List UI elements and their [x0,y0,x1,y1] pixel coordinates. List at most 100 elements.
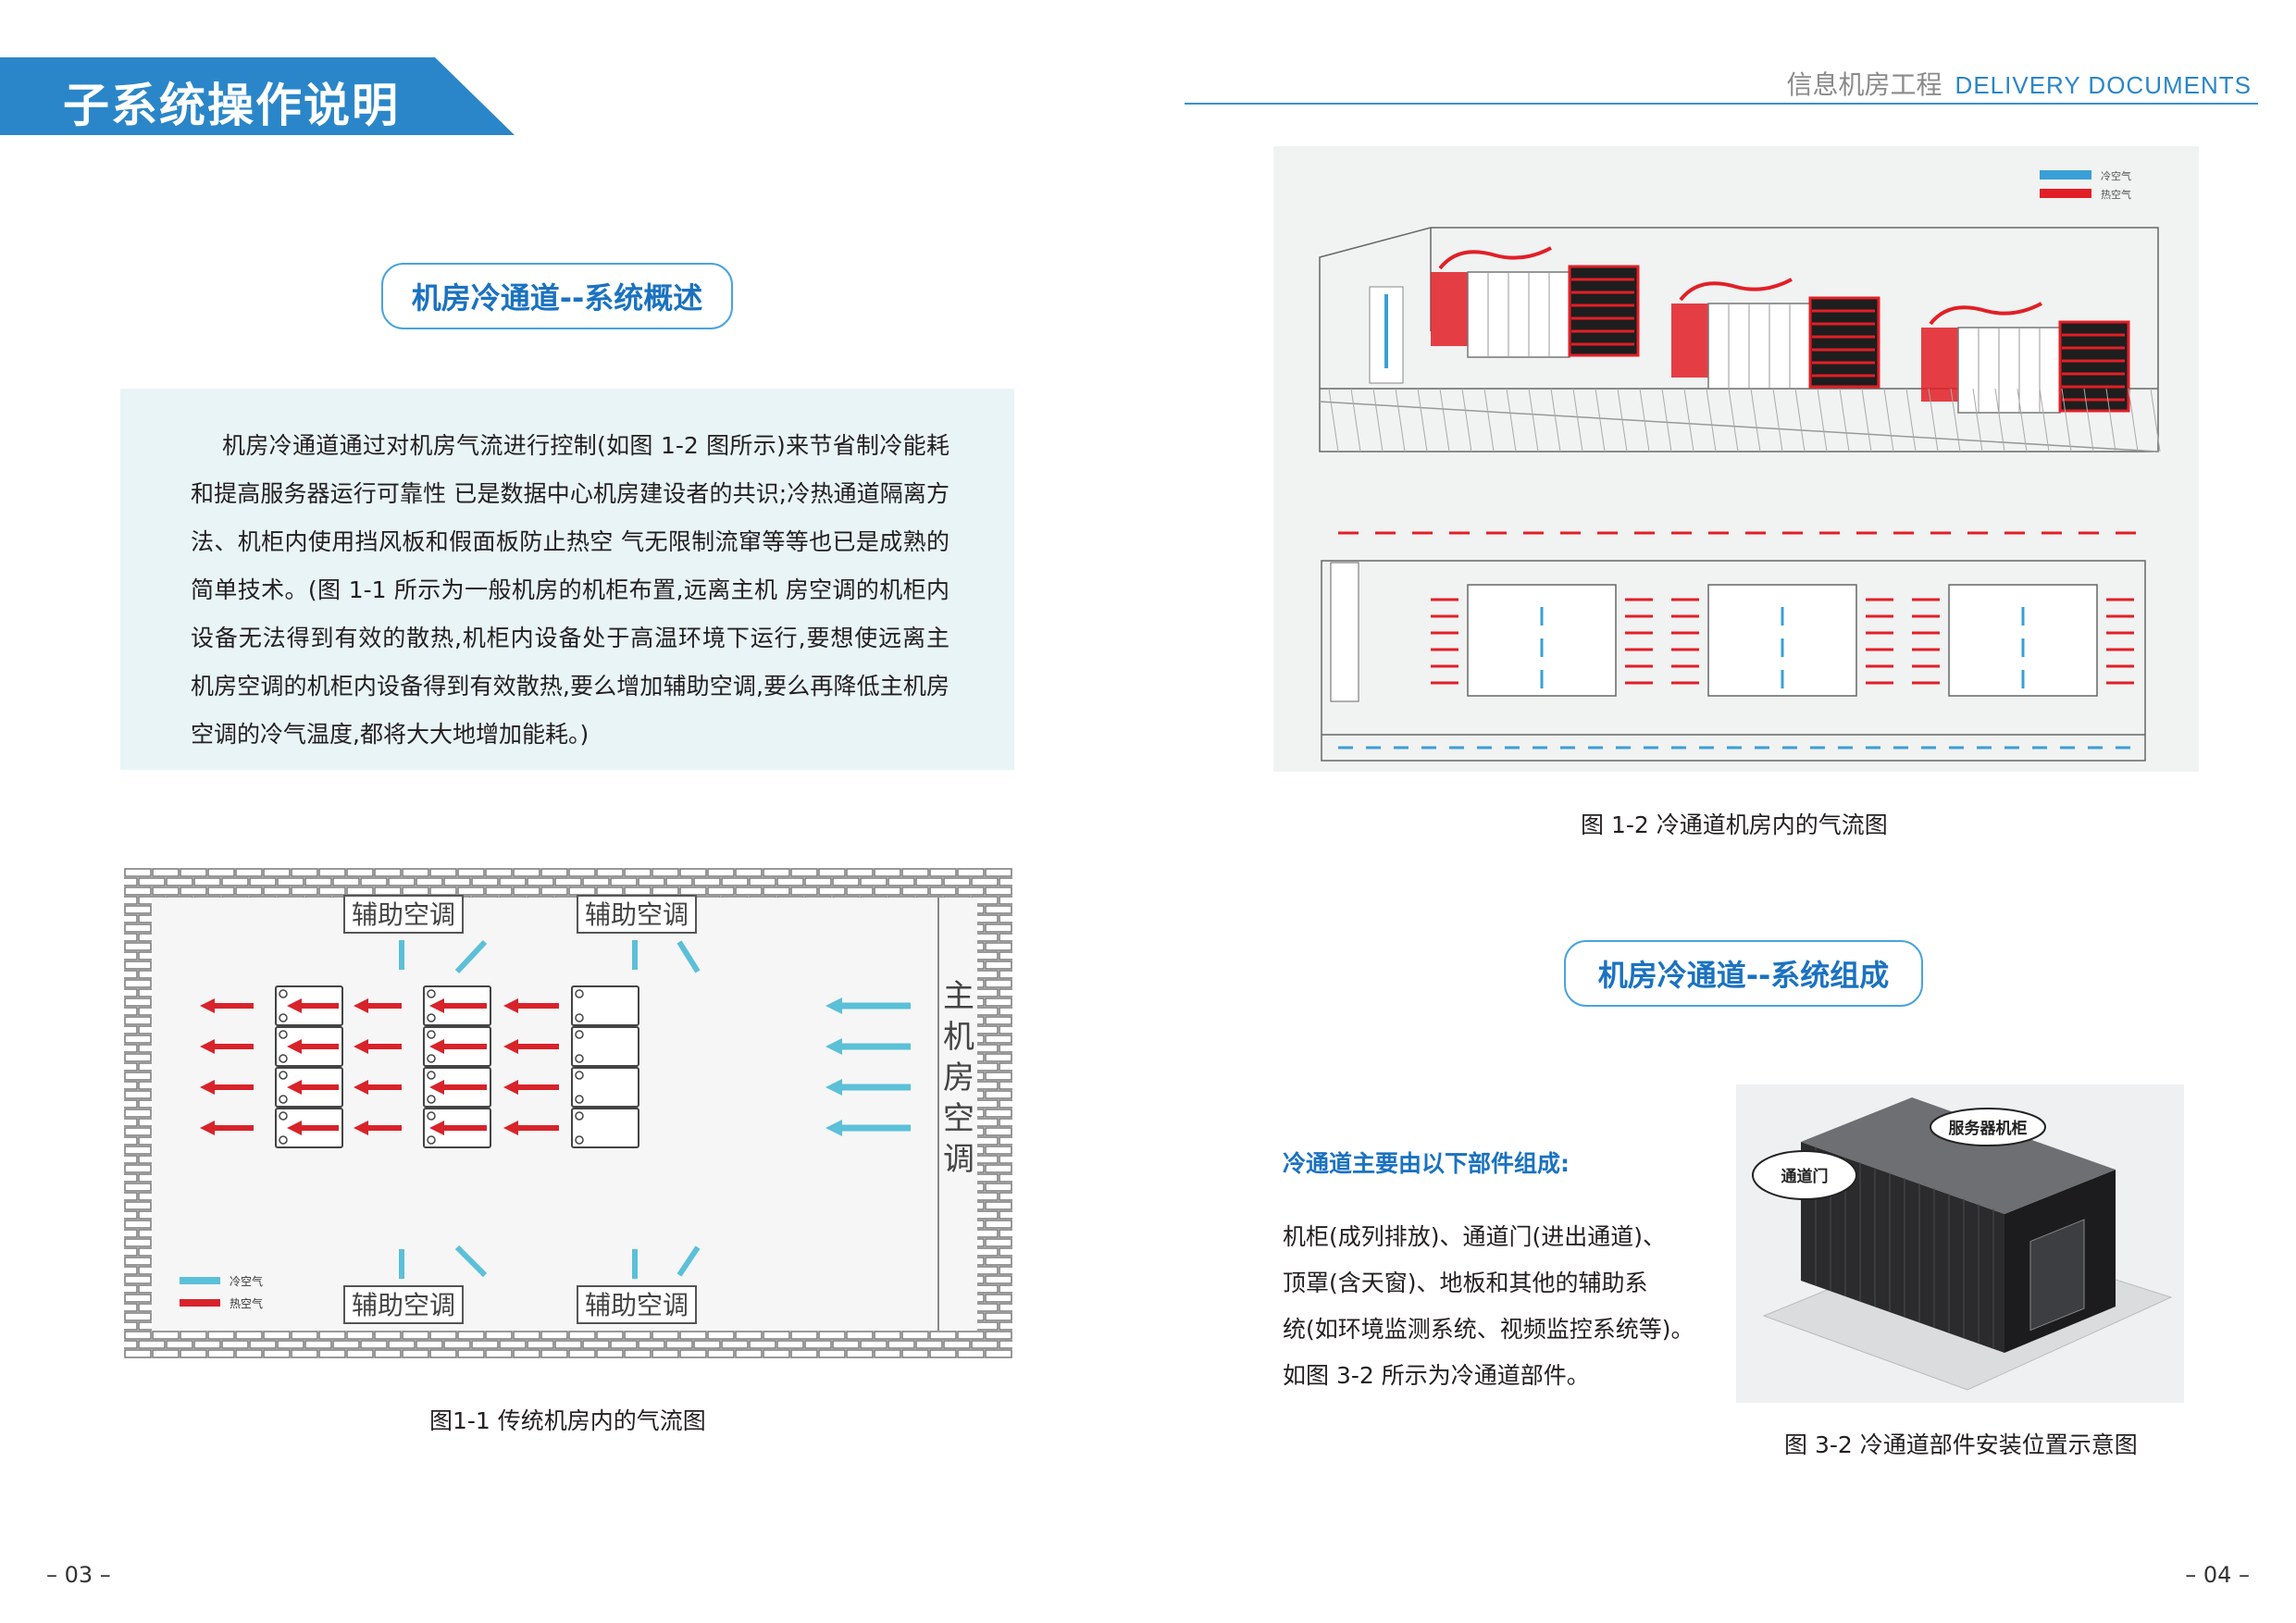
hot-air-arrowhead [200,1039,215,1054]
raised-floor-leg [1972,388,1983,452]
figure-1-1-caption: 图1-1 传统机房内的气流图 [429,1407,706,1434]
cabinet-knob [279,989,288,998]
svg-text:热空气: 热空气 [230,1296,263,1310]
figure-1-1-diagram: 辅助空调 辅助空调 辅助空调 辅助空调 主机房空调 冷空气 热空气 [124,868,1012,1358]
raised-floor-leg [1639,388,1650,452]
cold-air-arrowhead [825,997,842,1014]
rack-block [1568,265,1640,357]
hot-air-arrowhead [200,1121,215,1135]
aux-cold-air-arrow [676,1245,701,1277]
raised-floor-leg [2017,388,2028,452]
callout-door: 通道门 [1752,1150,1857,1200]
hot-air-arrowhead [503,1039,518,1054]
intro-box [120,389,1014,770]
section-title: 子系统操作说明 [63,78,400,132]
hot-air-arrowhead [287,1121,302,1135]
server-cabinet [571,1108,639,1148]
hot-air-arrowhead [354,998,368,1013]
svg-text:热空气: 热空气 [2101,188,2131,201]
rack-block [1808,296,1880,389]
crac-unit-elevation [1330,562,1359,702]
raised-floor-leg [1395,388,1406,452]
cabinet-knob [427,1071,436,1080]
cabinet-knob [427,1135,436,1145]
raised-floor-leg [1950,388,1961,452]
raised-floor-leg [2039,388,2050,452]
raised-floor-leg [1417,388,1428,452]
aux-ac-label-bl: 辅助空调 [343,1285,464,1324]
callout-rack: 服务器机柜 [1930,1108,2046,1146]
raised-floor-leg [2105,388,2116,452]
hot-air-arrowhead [287,1080,302,1095]
raised-floor-leg [2150,388,2161,452]
hot-rack-side [1671,304,1708,378]
cabinet-knob [427,1111,436,1121]
airflow-arrows [200,939,911,1279]
raised-floor-leg [1861,388,1872,452]
raised-floor-leg [1506,388,1517,452]
svg-text:辅助空调: 辅助空调 [352,899,455,930]
cold-air-arrowhead [825,1038,842,1055]
cold-aisle-elevation [1321,560,2146,762]
brand-en: DELIVERY DOCUMENTS [1955,71,2252,99]
composition-line: 顶罩(含天窗)、地板和其他的辅助系 [1283,1270,1648,1296]
svg-text:冷空气: 冷空气 [2101,169,2131,182]
raised-floor-leg [2083,388,2094,452]
cabinet-knob [575,1054,584,1063]
raised-floor-leg [1994,388,2005,452]
hot-air-arrowhead [287,998,302,1013]
intro-paragraph: 机房冷通道通过对机房气流进行控制(如图 1-2 图所示)来节省制冷能耗和提高服务… [191,432,949,748]
cabinet-knob [575,1111,584,1121]
hot-rack-side [1921,328,1958,402]
raised-floor-leg [1572,388,1583,452]
svg-text:辅助空调: 辅助空调 [585,1290,689,1320]
hot-air-arrowhead [287,1039,302,1054]
hot-air-arrowhead [354,1080,368,1095]
hot-air-arrowhead [429,998,444,1013]
aux-cold-air-arrow [676,940,701,973]
cabinet-rows [275,985,639,1148]
svg-text:服务器机柜: 服务器机柜 [1949,1119,2028,1138]
svg-text:通道门: 通道门 [1781,1167,1829,1186]
raised-floor-leg [1750,388,1761,452]
aux-cold-air-arrow [454,1245,488,1278]
server-cabinet [571,1067,639,1108]
hot-air-arrowhead [354,1039,368,1054]
hot-air-arrowhead [503,998,518,1013]
cabinet-rows-3d [1328,246,2161,452]
cabinet-knob [575,1135,584,1145]
raised-floor-leg [1839,388,1850,452]
raised-floor-leg [1928,388,1939,452]
figure-3-2-caption: 图 3-2 冷通道部件安装位置示意图 [1784,1431,2138,1458]
hot-air-flow [1679,278,1793,302]
raised-floor-leg [1595,388,1606,452]
hot-air-arrowhead [354,1121,368,1135]
raised-floor-leg [1483,388,1495,452]
overview-heading: 机房冷通道--系统概述 [381,263,733,329]
raised-floor-leg [1817,388,1828,452]
page-number-right: – 04 – [2185,1562,2250,1588]
brand-cn: 信息机房工程 [1786,69,1942,100]
raised-floor-leg [1528,388,1539,452]
cabinet-knob [575,1095,584,1104]
cabinet-knob [279,1030,288,1039]
figure-1-2-caption: 图 1-2 冷通道机房内的气流图 [1581,812,1888,838]
raised-floor-leg [1439,388,1450,452]
server-cabinet [571,1026,639,1067]
raised-floor-leg [1794,388,1806,452]
composition-line: 统(如环境监测系统、视频监控系统等)。 [1283,1316,1694,1343]
cabinet-knob [279,1013,288,1022]
elevation-airflow [1330,531,2136,750]
figure-1-1-legend: 冷空气 热空气 [180,1274,263,1310]
cold-aisle-pod [1957,327,2061,414]
composition-heading: 机房冷通道--系统组成 [1564,940,1923,1007]
hot-air-arrowhead [429,1121,444,1135]
cabinet-knob [427,1013,436,1022]
hot-air-arrowhead [429,1080,444,1095]
raised-floor-leg [2128,388,2139,452]
hot-air-arrowhead [503,1080,518,1095]
brand-header: 信息机房工程 DELIVERY DOCUMENTS [1787,65,2252,102]
composition-subheading: 冷通道主要由以下部件组成: [1283,1150,1570,1177]
cold-aisle-pod [1467,271,1570,358]
aux-cold-air-arrow [454,939,488,974]
